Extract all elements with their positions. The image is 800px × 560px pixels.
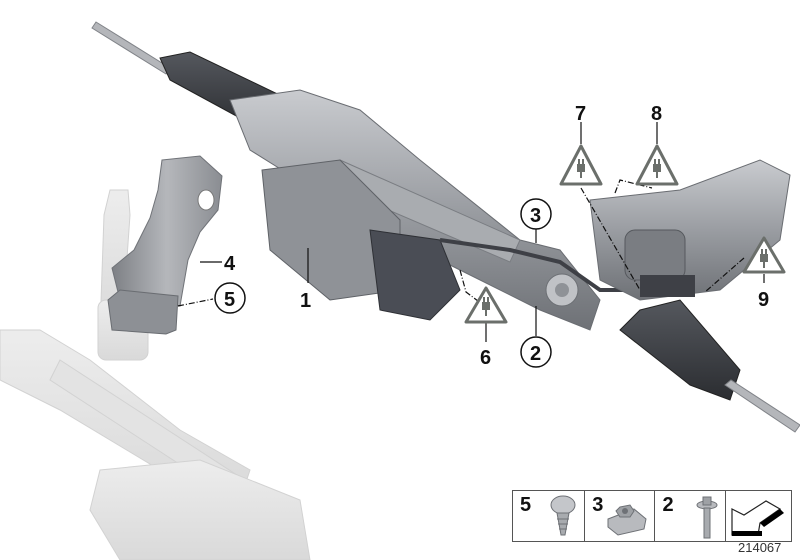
heat-shield xyxy=(107,155,223,335)
svg-text:5: 5 xyxy=(224,289,235,311)
svg-text:8: 8 xyxy=(651,103,662,125)
fastener-legend: 5 3 2 xyxy=(512,490,792,542)
plug-icon xyxy=(482,297,490,316)
callout-2-circled[interactable]: 2 xyxy=(520,336,552,368)
clip-nut-icon xyxy=(607,504,648,536)
diagram-reference-code: 214067 xyxy=(738,540,782,555)
plug-icon xyxy=(577,159,585,178)
pinion-assembly xyxy=(545,159,791,307)
ghost-assembly xyxy=(0,189,311,560)
callout-3-circled[interactable]: 3 xyxy=(520,198,552,230)
callout-4[interactable]: 4 xyxy=(224,253,236,275)
screw-icon xyxy=(550,495,576,536)
legend-item-clip-nut[interactable]: 3 xyxy=(585,491,656,541)
svg-text:6: 6 xyxy=(480,347,491,369)
svg-text:3: 3 xyxy=(530,205,541,227)
steering-motor xyxy=(261,159,461,321)
wiring-harness xyxy=(439,238,640,292)
callout-1[interactable]: 1 xyxy=(300,290,311,312)
callout-8-connector[interactable]: 8 xyxy=(635,103,679,186)
legend-num: 2 xyxy=(662,494,674,516)
legend-item-direction-arrow xyxy=(726,491,791,541)
plug-icon xyxy=(760,249,768,268)
legend-item-screw[interactable]: 5 xyxy=(513,491,586,541)
callout-9-connector[interactable]: 9 xyxy=(742,236,786,311)
legend-item-bolt[interactable]: 2 xyxy=(655,491,726,541)
leader-lines xyxy=(177,122,765,342)
svg-text:9: 9 xyxy=(758,289,769,311)
svg-text:2: 2 xyxy=(530,343,541,365)
svg-text:7: 7 xyxy=(575,103,586,125)
legend-num: 3 xyxy=(592,494,604,516)
callout-7-connector[interactable]: 7 xyxy=(559,103,603,186)
callout-5-circled[interactable]: 5 xyxy=(214,282,246,314)
legend-num: 5 xyxy=(520,494,532,516)
direction-arrow-icon xyxy=(731,500,784,536)
plug-icon xyxy=(653,159,661,178)
bolt-icon xyxy=(696,496,718,539)
callout-6-connector[interactable]: 6 xyxy=(464,286,508,369)
right-tie-rod xyxy=(619,299,800,433)
